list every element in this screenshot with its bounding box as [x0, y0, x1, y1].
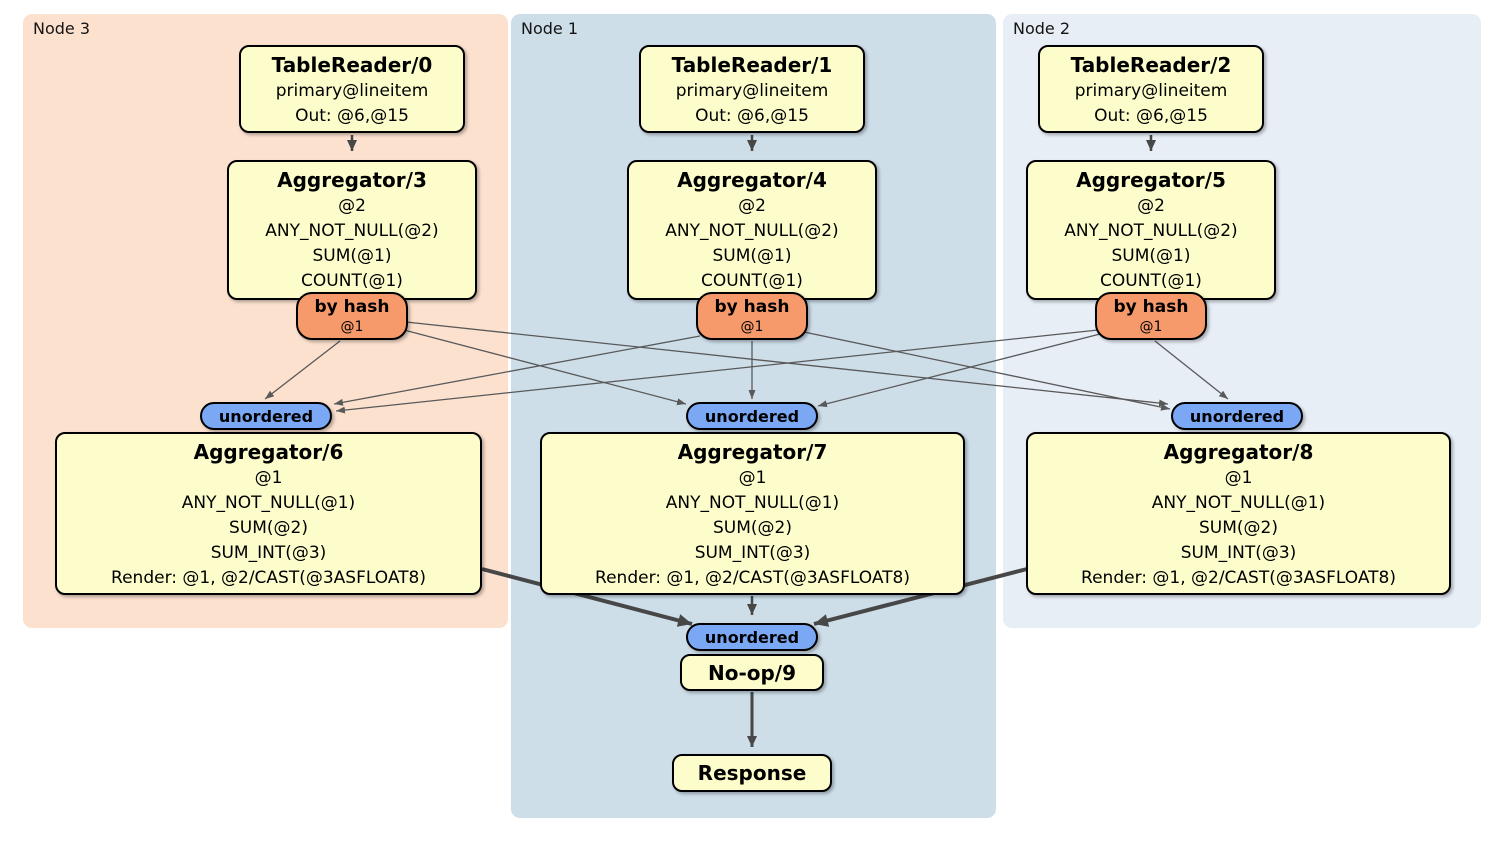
table-reader-0-box: TableReader/0 primary@lineitem Out: @6,@…	[239, 45, 465, 133]
box-line: Render: @1, @2/CAST(@3ASFLOAT8)	[595, 568, 910, 588]
box-line: @1	[738, 468, 767, 488]
box-line: SUM_INT(@3)	[210, 543, 327, 563]
box-line: primary@lineitem	[1074, 81, 1228, 101]
box-title: No-op/9	[707, 660, 797, 685]
box-line: Out: @6,@15	[695, 106, 809, 126]
hash-router-node3: by hash @1	[296, 292, 408, 340]
router-stream-edges	[264, 321, 1229, 414]
box-title: Aggregator/6	[193, 440, 344, 464]
box-title: Aggregator/5	[1076, 168, 1226, 192]
box-line: SUM(@1)	[712, 246, 792, 266]
box-title: TableReader/0	[271, 53, 433, 77]
box-line: primary@lineitem	[675, 81, 829, 101]
box-line: COUNT(@1)	[1100, 271, 1202, 291]
box-line: ANY_NOT_NULL(@1)	[1151, 493, 1326, 513]
edge	[333, 335, 701, 406]
box-line: primary@lineitem	[275, 81, 429, 101]
router-title: by hash	[314, 297, 390, 317]
box-line: Render: @1, @2/CAST(@3ASFLOAT8)	[1081, 568, 1396, 588]
edge	[481, 567, 693, 627]
box-title: TableReader/1	[671, 53, 833, 77]
region-label-node2: Node 2	[1013, 19, 1071, 38]
noop-9-box: No-op/9	[680, 654, 824, 691]
box-line: @2	[738, 196, 766, 216]
edge	[1154, 340, 1229, 400]
box-line: ANY_NOT_NULL(@1)	[665, 493, 840, 513]
box-line: SUM(@2)	[713, 518, 792, 538]
aggregator-5-box: Aggregator/5 @2 ANY_NOT_NULL(@2) SUM(@1)…	[1026, 160, 1276, 300]
box-line: SUM(@1)	[312, 246, 392, 266]
region-label-node3: Node 3	[33, 19, 91, 38]
router-detail: @1	[740, 319, 764, 335]
box-line: SUM(@2)	[1199, 518, 1278, 538]
edge	[335, 329, 1099, 414]
box-line: @1	[254, 468, 283, 488]
box-line: SUM(@1)	[1111, 246, 1191, 266]
router-detail: @1	[340, 319, 364, 335]
box-title: Aggregator/4	[677, 168, 827, 192]
unordered-sync-node2: unordered	[1171, 402, 1303, 430]
aggregator-3-box: Aggregator/3 @2 ANY_NOT_NULL(@2) SUM(@1)…	[227, 160, 477, 300]
aggregator-7-box: Aggregator/7 @1 ANY_NOT_NULL(@1) SUM(@2)…	[540, 432, 965, 595]
box-line: @2	[1137, 196, 1165, 216]
box-line: ANY_NOT_NULL(@2)	[265, 221, 439, 241]
box-title: Aggregator/8	[1163, 440, 1314, 464]
box-title: Aggregator/7	[677, 440, 828, 464]
aggregator-6-box: Aggregator/6 @1 ANY_NOT_NULL(@1) SUM(@2)…	[55, 432, 482, 595]
box-line: ANY_NOT_NULL(@2)	[1064, 221, 1238, 241]
unordered-sync-final: unordered	[686, 623, 818, 651]
box-line: SUM_INT(@3)	[694, 543, 811, 563]
box-line: Out: @6,@15	[1094, 106, 1208, 126]
box-line: @2	[338, 196, 366, 216]
box-line: ANY_NOT_NULL(@1)	[181, 493, 356, 513]
table-reader-1-box: TableReader/1 primary@lineitem Out: @6,@…	[639, 45, 865, 133]
hash-router-node1: by hash @1	[696, 292, 808, 340]
table-reader-2-box: TableReader/2 primary@lineitem Out: @6,@…	[1038, 45, 1264, 133]
box-line: Render: @1, @2/CAST(@3ASFLOAT8)	[111, 568, 426, 588]
box-line: SUM(@2)	[229, 518, 308, 538]
main-flow-edges	[347, 135, 1156, 747]
unordered-sync-node3: unordered	[200, 402, 332, 430]
aggregator-4-box: Aggregator/4 @2 ANY_NOT_NULL(@2) SUM(@1)…	[627, 160, 877, 300]
unordered-sync-node1: unordered	[686, 402, 818, 430]
router-title: by hash	[1113, 297, 1189, 317]
edge	[403, 329, 687, 406]
response-box: Response	[672, 754, 832, 792]
router-title: by hash	[714, 297, 790, 317]
box-line: Out: @6,@15	[295, 106, 409, 126]
box-line: COUNT(@1)	[701, 271, 803, 291]
region-label-node1: Node 1	[521, 19, 579, 38]
box-line: COUNT(@1)	[301, 271, 403, 291]
box-title: Aggregator/3	[277, 168, 427, 192]
box-line: @1	[1224, 468, 1253, 488]
router-detail: @1	[1139, 319, 1163, 335]
box-title: TableReader/2	[1070, 53, 1232, 77]
edge	[264, 340, 341, 400]
edge	[803, 331, 1171, 411]
edge	[813, 567, 1028, 627]
hash-router-node2: by hash @1	[1095, 292, 1207, 340]
edge	[817, 333, 1101, 408]
box-title: Response	[697, 761, 807, 785]
box-line: ANY_NOT_NULL(@2)	[665, 221, 839, 241]
box-line: SUM_INT(@3)	[1180, 543, 1297, 563]
aggregator-8-box: Aggregator/8 @1 ANY_NOT_NULL(@1) SUM(@2)…	[1026, 432, 1451, 595]
